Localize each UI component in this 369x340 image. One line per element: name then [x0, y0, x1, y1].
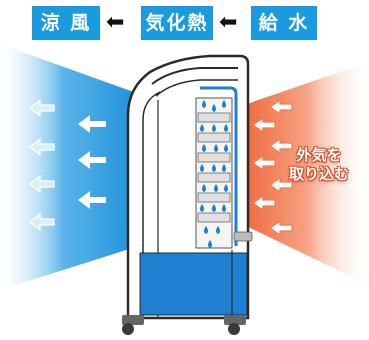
process-flow: 涼 風 ⬅ 気化熱 ⬅ 給 水: [0, 6, 369, 40]
water-supply-label: 給 水: [251, 6, 317, 40]
left-arrow-icon: ⬅: [219, 10, 238, 35]
water-pump-pipe: [200, 86, 238, 246]
cool-air-arrow-outline: [29, 98, 55, 232]
cool-air-stream: [0, 44, 142, 290]
outside-air-label-line1: 外気を: [296, 146, 342, 164]
water-droplet: [200, 100, 228, 248]
caster-wheel: [122, 315, 246, 335]
outside-air-label-line2: 取り込む: [288, 165, 349, 183]
cool-air-label: 涼 風: [32, 6, 100, 40]
outside-air-intake-label: 外気を 取り込む: [283, 146, 355, 184]
water-tank: [140, 253, 247, 315]
cool-air-arrow: [78, 115, 106, 209]
warm-air-arrow: [251, 98, 293, 237]
evaporative-filter: [195, 97, 233, 249]
left-arrow-icon: ⬅: [106, 10, 125, 35]
heat-of-vaporization-label: 気化熱: [141, 6, 213, 40]
